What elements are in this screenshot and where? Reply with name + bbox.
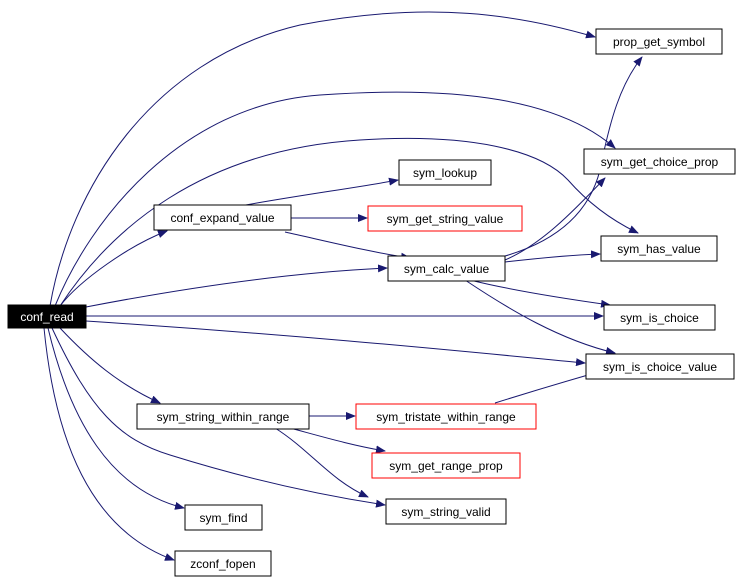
node-sym_calc_value-label: sym_calc_value [404, 262, 490, 276]
edge-conf_read-sym_has_value [59, 137, 639, 307]
edge-sym_calc_value-sym_is_choice_value [464, 279, 616, 355]
edge-sym_calc_value-sym_has_value [504, 250, 601, 263]
nodes-layer: conf_read conf_expand_value sym_string_w… [7, 28, 736, 577]
edge-conf_read-sym_find [47, 327, 185, 510]
node-sym_is_choice[interactable]: sym_is_choice [603, 304, 716, 331]
node-sym_has_value-label: sym_has_value [617, 242, 701, 256]
node-sym_string_valid-label: sym_string_valid [401, 505, 490, 519]
edge-conf_read-prop_get_symbol [49, 11, 596, 307]
edges-layer [43, 11, 643, 561]
node-conf_read-label: conf_read [20, 310, 73, 324]
node-sym_find-label: sym_find [199, 511, 247, 525]
node-prop_get_symbol[interactable]: prop_get_symbol [595, 28, 723, 55]
edge-conf_read-sym_string_within_range [59, 327, 161, 404]
node-sym_tristate_within_range-label: sym_tristate_within_range [376, 410, 516, 424]
edge-conf_expand_value-sym_lookup [239, 177, 399, 207]
node-prop_get_symbol-label: prop_get_symbol [613, 35, 705, 49]
node-sym_get_range_prop[interactable]: sym_get_range_prop [371, 452, 521, 479]
node-sym_get_range_prop-label: sym_get_range_prop [389, 459, 503, 473]
node-conf_expand_value-label: conf_expand_value [170, 211, 274, 225]
edge-conf_read-sym_is_choice_value [85, 320, 586, 367]
edge-conf_read-sym_calc_value [85, 264, 388, 308]
edge-sym_calc_value-sym_is_choice [469, 279, 611, 308]
node-zconf_fopen[interactable]: zconf_fopen [174, 550, 272, 577]
node-sym_tristate_within_range[interactable]: sym_tristate_within_range [355, 403, 537, 430]
node-sym_string_valid[interactable]: sym_string_valid [385, 498, 507, 525]
node-sym_get_choice_prop-label: sym_get_choice_prop [601, 155, 719, 169]
edge-conf_read-conf_expand_value [59, 230, 168, 307]
node-conf_expand_value[interactable]: conf_expand_value [153, 204, 292, 231]
node-sym_string_within_range-label: sym_string_within_range [157, 410, 290, 424]
edge-conf_read-sym_string_valid [51, 327, 386, 508]
edge-sym_string_within_range-sym_string_valid [274, 427, 369, 498]
node-conf_read[interactable]: conf_read [7, 304, 87, 329]
node-sym_is_choice-label: sym_is_choice [620, 311, 699, 325]
node-zconf_fopen-label: zconf_fopen [190, 557, 255, 571]
node-sym_lookup-label: sym_lookup [413, 166, 477, 180]
edge-sym_tristate_within_range-sym_is_choice_value [494, 371, 596, 404]
edge-conf_read-sym_get_choice_prop [54, 91, 616, 307]
edge-conf_expand_value-sym_calc_value [284, 231, 411, 261]
node-sym_calc_value[interactable]: sym_calc_value [387, 255, 506, 282]
node-sym_find[interactable]: sym_find [184, 504, 263, 531]
node-sym_get_choice_prop[interactable]: sym_get_choice_prop [583, 148, 736, 175]
edge-conf_read-zconf_fopen [43, 327, 175, 561]
edge-sym_string_within_range-sym_get_range_prop [289, 427, 386, 454]
node-sym_is_choice_value[interactable]: sym_is_choice_value [585, 353, 735, 380]
node-sym_get_string_value[interactable]: sym_get_string_value [367, 205, 523, 232]
node-sym_has_value[interactable]: sym_has_value [600, 235, 718, 262]
edge-sym_calc_value-sym_get_choice_prop [504, 177, 606, 261]
node-sym_lookup[interactable]: sym_lookup [398, 159, 492, 186]
node-sym_get_string_value-label: sym_get_string_value [387, 212, 504, 226]
node-sym_string_within_range[interactable]: sym_string_within_range [136, 403, 310, 430]
node-sym_is_choice_value-label: sym_is_choice_value [603, 360, 717, 374]
